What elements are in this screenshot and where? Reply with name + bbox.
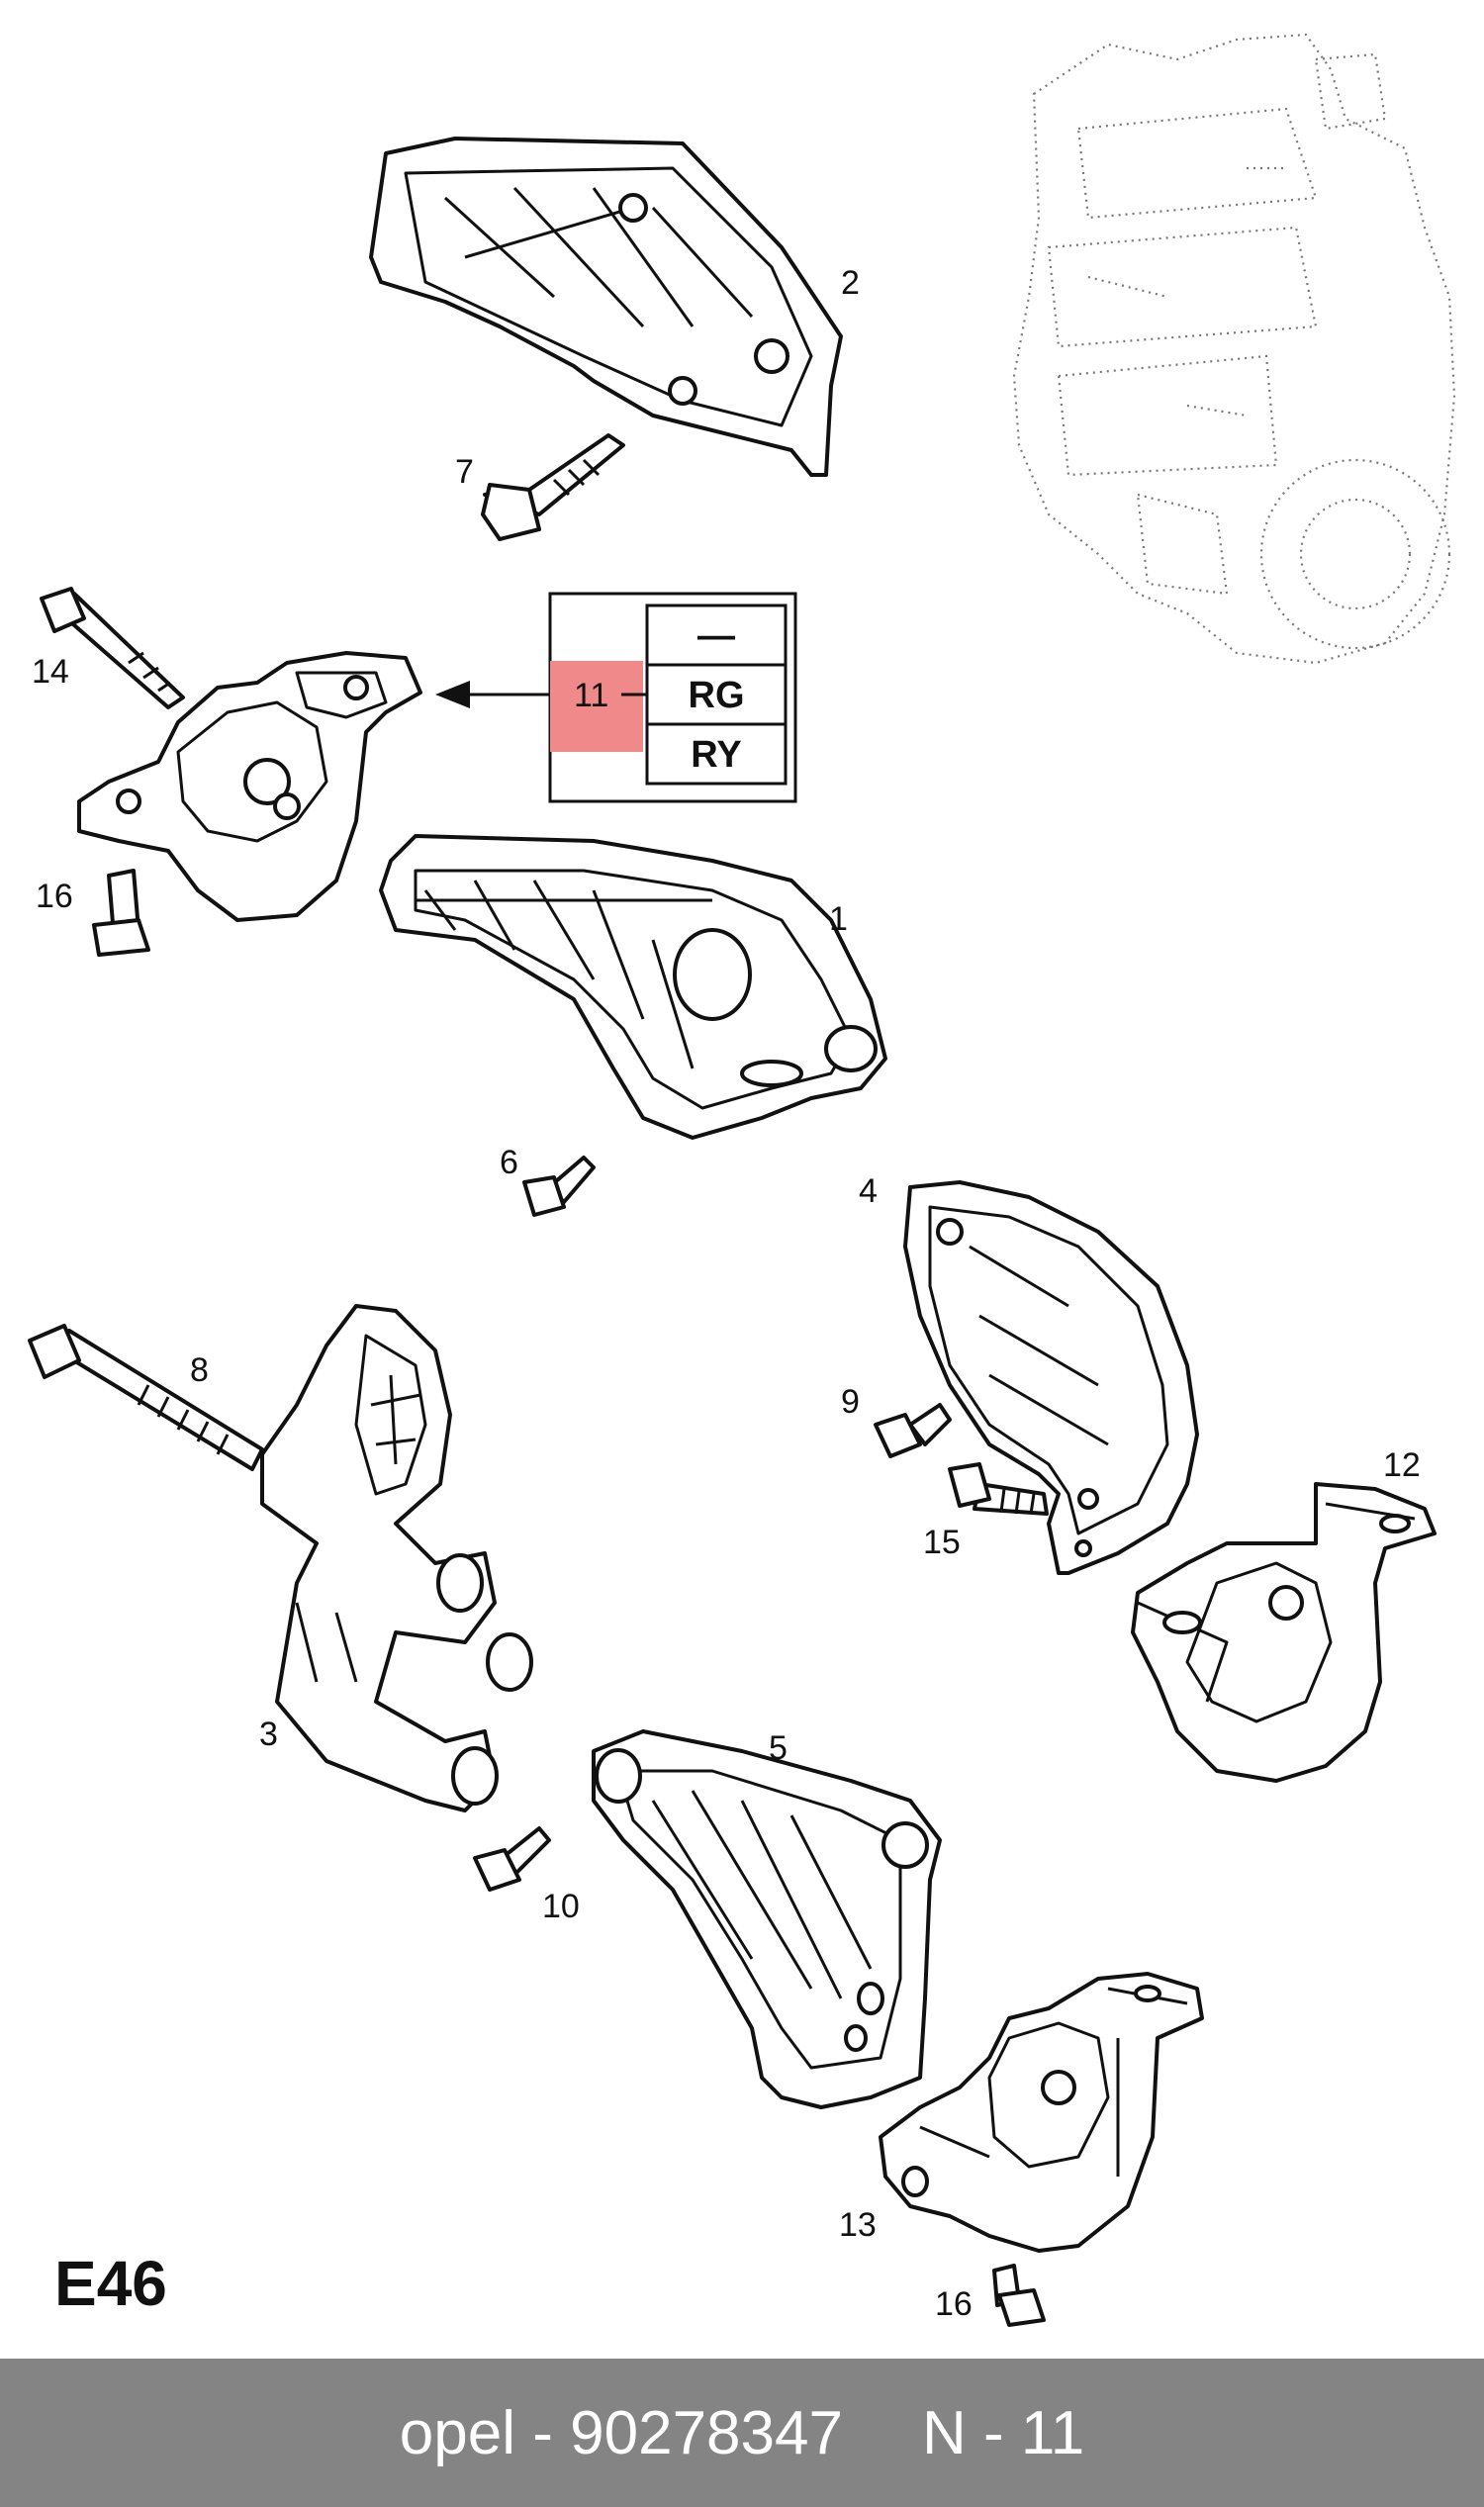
part-11-mount	[77, 651, 422, 922]
footer-bar: opel - 90278347 N - 11	[0, 2359, 1484, 2507]
part-16-bolt-lower	[992, 2264, 1046, 2327]
callout-12: 12	[1383, 1446, 1421, 1484]
table-row-3: RY	[691, 734, 741, 776]
part-5-bracket	[592, 1729, 942, 2109]
part-15-bolt	[948, 1462, 1049, 1516]
parts-diagram: 11 — RG RY	[28, 33, 1456, 2327]
callout-13: 13	[839, 2206, 877, 2244]
diagram-code: E46	[54, 2248, 167, 2319]
part-4-bracket	[903, 1180, 1199, 1575]
part-12-mount	[1131, 1482, 1437, 1783]
callout-6: 6	[500, 1144, 518, 1181]
variant-table: 11 — RG RY	[548, 592, 797, 803]
footer-gap	[553, 2398, 570, 2468]
callout-15: 15	[923, 1524, 961, 1561]
callout-7: 7	[455, 453, 474, 491]
part-6-bolt	[522, 1156, 596, 1217]
callout-16-lower: 16	[935, 2285, 973, 2323]
part-14-bolt	[40, 587, 185, 709]
callout-labels: 2 7 14 16 1 6 4 8 9 15 12 3 5 10 13 16	[32, 264, 1421, 2323]
part-2-engine-bracket	[369, 137, 843, 477]
table-row-2: RG	[689, 675, 745, 716]
footer-separator-dash: -	[532, 2398, 553, 2467]
callout-2: 2	[841, 264, 860, 302]
callout-5: 5	[769, 1729, 788, 1767]
part-13-mount	[879, 1972, 1204, 2253]
callout-14: 14	[32, 653, 69, 691]
footer-separator	[515, 2398, 532, 2468]
footer-brand: opel	[399, 2398, 515, 2467]
table-ref-highlight	[550, 661, 643, 752]
engine-outline	[1012, 33, 1456, 665]
part-1-bracket	[379, 834, 887, 1140]
callout-3: 3	[259, 1716, 278, 1753]
footer-page: N - 11	[921, 2398, 1085, 2467]
part-9-bolt	[874, 1403, 952, 1458]
pointer-arrow	[435, 681, 550, 708]
table-row-1: —	[697, 615, 735, 657]
callout-8: 8	[190, 1351, 209, 1389]
part-3-bracket	[260, 1304, 533, 1812]
part-7-bolt	[481, 433, 625, 541]
callout-1: 1	[829, 900, 848, 938]
callout-4: 4	[859, 1172, 878, 1210]
callout-16-upper: 16	[36, 878, 73, 915]
part-8-bolt	[28, 1324, 264, 1471]
footer-part-number: 90278347	[570, 2398, 843, 2467]
callout-9: 9	[841, 1383, 860, 1421]
callout-10: 10	[542, 1888, 580, 1925]
part-16-bolt-upper	[92, 869, 150, 957]
part-10-bolt	[473, 1826, 551, 1892]
table-ref-label: 11	[574, 677, 608, 714]
